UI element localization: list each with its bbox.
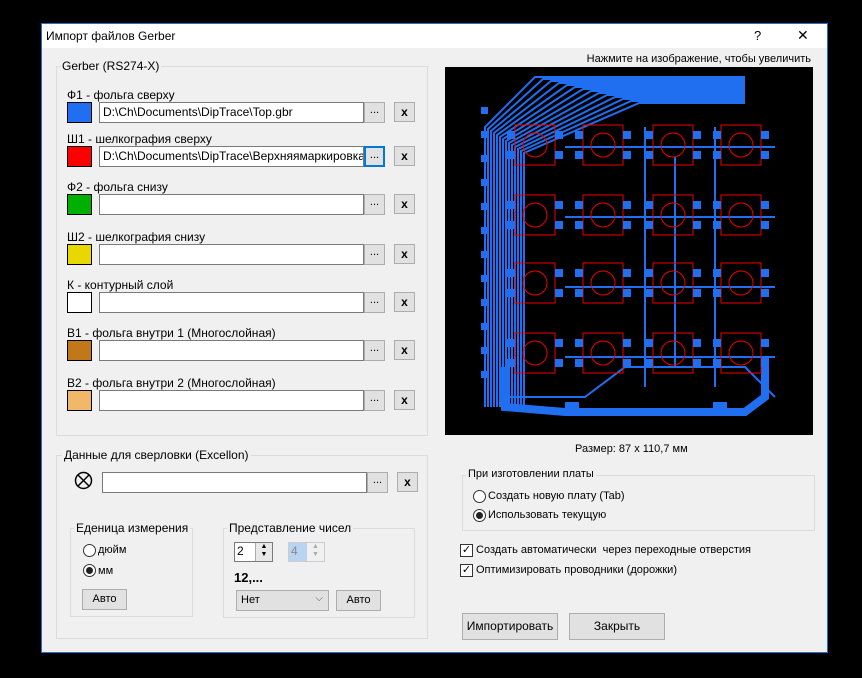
new-board-radio[interactable] bbox=[473, 490, 486, 503]
pcb-preview-image[interactable] bbox=[445, 67, 813, 435]
production-group-label: При изготовлении платы bbox=[466, 468, 596, 480]
layer-clear-button[interactable]: x bbox=[394, 390, 415, 410]
preview-hint: Нажмите на изображение, чтобы увеличить bbox=[586, 53, 811, 65]
unit-mm-label: мм bbox=[98, 565, 114, 577]
layer-file-input[interactable] bbox=[99, 390, 364, 411]
layer-label: К - контурный слой bbox=[67, 278, 174, 292]
close-window-button[interactable]: ✕ bbox=[797, 27, 809, 43]
import-gerber-dialog: Импорт файлов Gerber ? ✕ Gerber (RS274-X… bbox=[41, 23, 828, 653]
layer-file-input[interactable]: D:\Ch\Documents\DipTrace\Верхняямаркиров… bbox=[99, 146, 364, 167]
layer-file-input[interactable] bbox=[99, 244, 364, 265]
layer-label: В1 - фольга внутри 1 (Многослойная) bbox=[67, 326, 276, 340]
layer-browse-button[interactable]: ... bbox=[364, 390, 385, 411]
layer-clear-button[interactable]: x bbox=[394, 194, 415, 214]
chevron-down-icon: ⌵ bbox=[315, 593, 323, 604]
window-title: Импорт файлов Gerber bbox=[46, 29, 176, 43]
unit-mm-radio[interactable] bbox=[83, 564, 96, 577]
use-current-label: Использовать текущую bbox=[488, 509, 607, 521]
layer-clear-button[interactable]: x bbox=[394, 244, 415, 264]
auto-vias-label: Создать автоматически через переходные о… bbox=[476, 544, 751, 556]
int-digits-spinner[interactable]: 2 ▲▼ bbox=[234, 542, 273, 562]
layer-color-swatch[interactable] bbox=[67, 146, 92, 167]
use-current-radio[interactable] bbox=[473, 509, 486, 522]
spinner-arrows-icon[interactable]: ▲▼ bbox=[255, 543, 272, 561]
optimize-traces-checkbox[interactable]: ✓ bbox=[460, 564, 473, 577]
layer-clear-button[interactable]: x bbox=[394, 340, 415, 360]
title-bar: Импорт файлов Gerber ? ✕ bbox=[42, 24, 827, 48]
units-group-label: Еденица измерения bbox=[74, 521, 191, 535]
layer-file-input[interactable]: D:\Ch\Documents\DipTrace\Top.gbr bbox=[99, 102, 364, 123]
layer-color-swatch[interactable] bbox=[67, 194, 92, 215]
drill-browse-button[interactable]: ... bbox=[367, 472, 388, 493]
layer-color-swatch[interactable] bbox=[67, 340, 92, 361]
layer-file-input[interactable] bbox=[99, 340, 364, 361]
layer-color-swatch[interactable] bbox=[67, 244, 92, 265]
dec-digits-spinner: 4 ▲▼ bbox=[288, 542, 325, 562]
layer-browse-button[interactable]: ... bbox=[364, 292, 385, 313]
drill-group-label: Данные для сверловки (Excellon) bbox=[62, 448, 251, 462]
auto-vias-checkbox[interactable]: ✓ bbox=[460, 544, 473, 557]
help-button[interactable]: ? bbox=[754, 28, 762, 43]
layer-clear-button[interactable]: x bbox=[394, 102, 415, 122]
layer-browse-button[interactable]: ... bbox=[364, 340, 385, 361]
layer-label: Ш1 - шелкография сверху bbox=[67, 132, 212, 146]
layer-label: Ш2 - шелкография снизу bbox=[67, 230, 206, 244]
layer-label: В2 - фольга внутри 2 (Многослойная) bbox=[67, 376, 276, 390]
layer-clear-button[interactable]: x bbox=[394, 292, 415, 312]
gerber-group-label: Gerber (RS274-X) bbox=[60, 59, 162, 73]
int-digits-value: 2 bbox=[237, 544, 244, 558]
layer-browse-button[interactable]: ... bbox=[364, 102, 385, 123]
new-board-label: Создать новую плату (Tab) bbox=[488, 490, 625, 502]
layer-color-swatch[interactable] bbox=[67, 292, 92, 313]
unit-inch-label: дюйм bbox=[98, 544, 127, 556]
zeros-value: Нет bbox=[241, 594, 260, 606]
gerber-group bbox=[56, 66, 428, 436]
production-group bbox=[462, 475, 815, 531]
close-button[interactable]: Закрыть bbox=[569, 613, 665, 640]
layer-label: Ф2 - фольга снизу bbox=[67, 180, 168, 194]
import-button[interactable]: Импортировать bbox=[462, 613, 558, 640]
drill-icon bbox=[74, 471, 93, 490]
layer-browse-button[interactable]: ... bbox=[364, 194, 385, 215]
spinner-arrows-icon: ▲▼ bbox=[307, 543, 324, 561]
board-size: Размер: 87 x 110,7 мм bbox=[575, 443, 688, 455]
units-auto-button[interactable]: Авто bbox=[82, 589, 127, 610]
layer-browse-button[interactable]: ... bbox=[364, 244, 385, 265]
drill-clear-button[interactable]: x bbox=[397, 472, 418, 492]
pcb-drawing bbox=[481, 76, 776, 416]
optimize-traces-label: Оптимизировать проводники (дорожки) bbox=[476, 564, 677, 576]
layer-label: Ф1 - фольга сверху bbox=[67, 88, 175, 102]
layer-color-swatch[interactable] bbox=[67, 102, 92, 123]
layer-file-input[interactable] bbox=[99, 292, 364, 313]
drill-file-input[interactable] bbox=[102, 472, 367, 493]
zeros-select[interactable]: Нет ⌵ bbox=[236, 590, 329, 611]
number-example: 12,... bbox=[234, 570, 263, 585]
layer-file-input[interactable] bbox=[99, 194, 364, 215]
layer-color-swatch[interactable] bbox=[67, 390, 92, 411]
unit-inch-radio[interactable] bbox=[83, 544, 96, 557]
number-format-label: Представление чисел bbox=[227, 521, 354, 535]
layer-clear-button[interactable]: x bbox=[394, 146, 415, 166]
number-auto-button[interactable]: Авто bbox=[336, 590, 381, 611]
layer-browse-button[interactable]: ... bbox=[364, 146, 385, 167]
dec-digits-value: 4 bbox=[291, 544, 298, 558]
